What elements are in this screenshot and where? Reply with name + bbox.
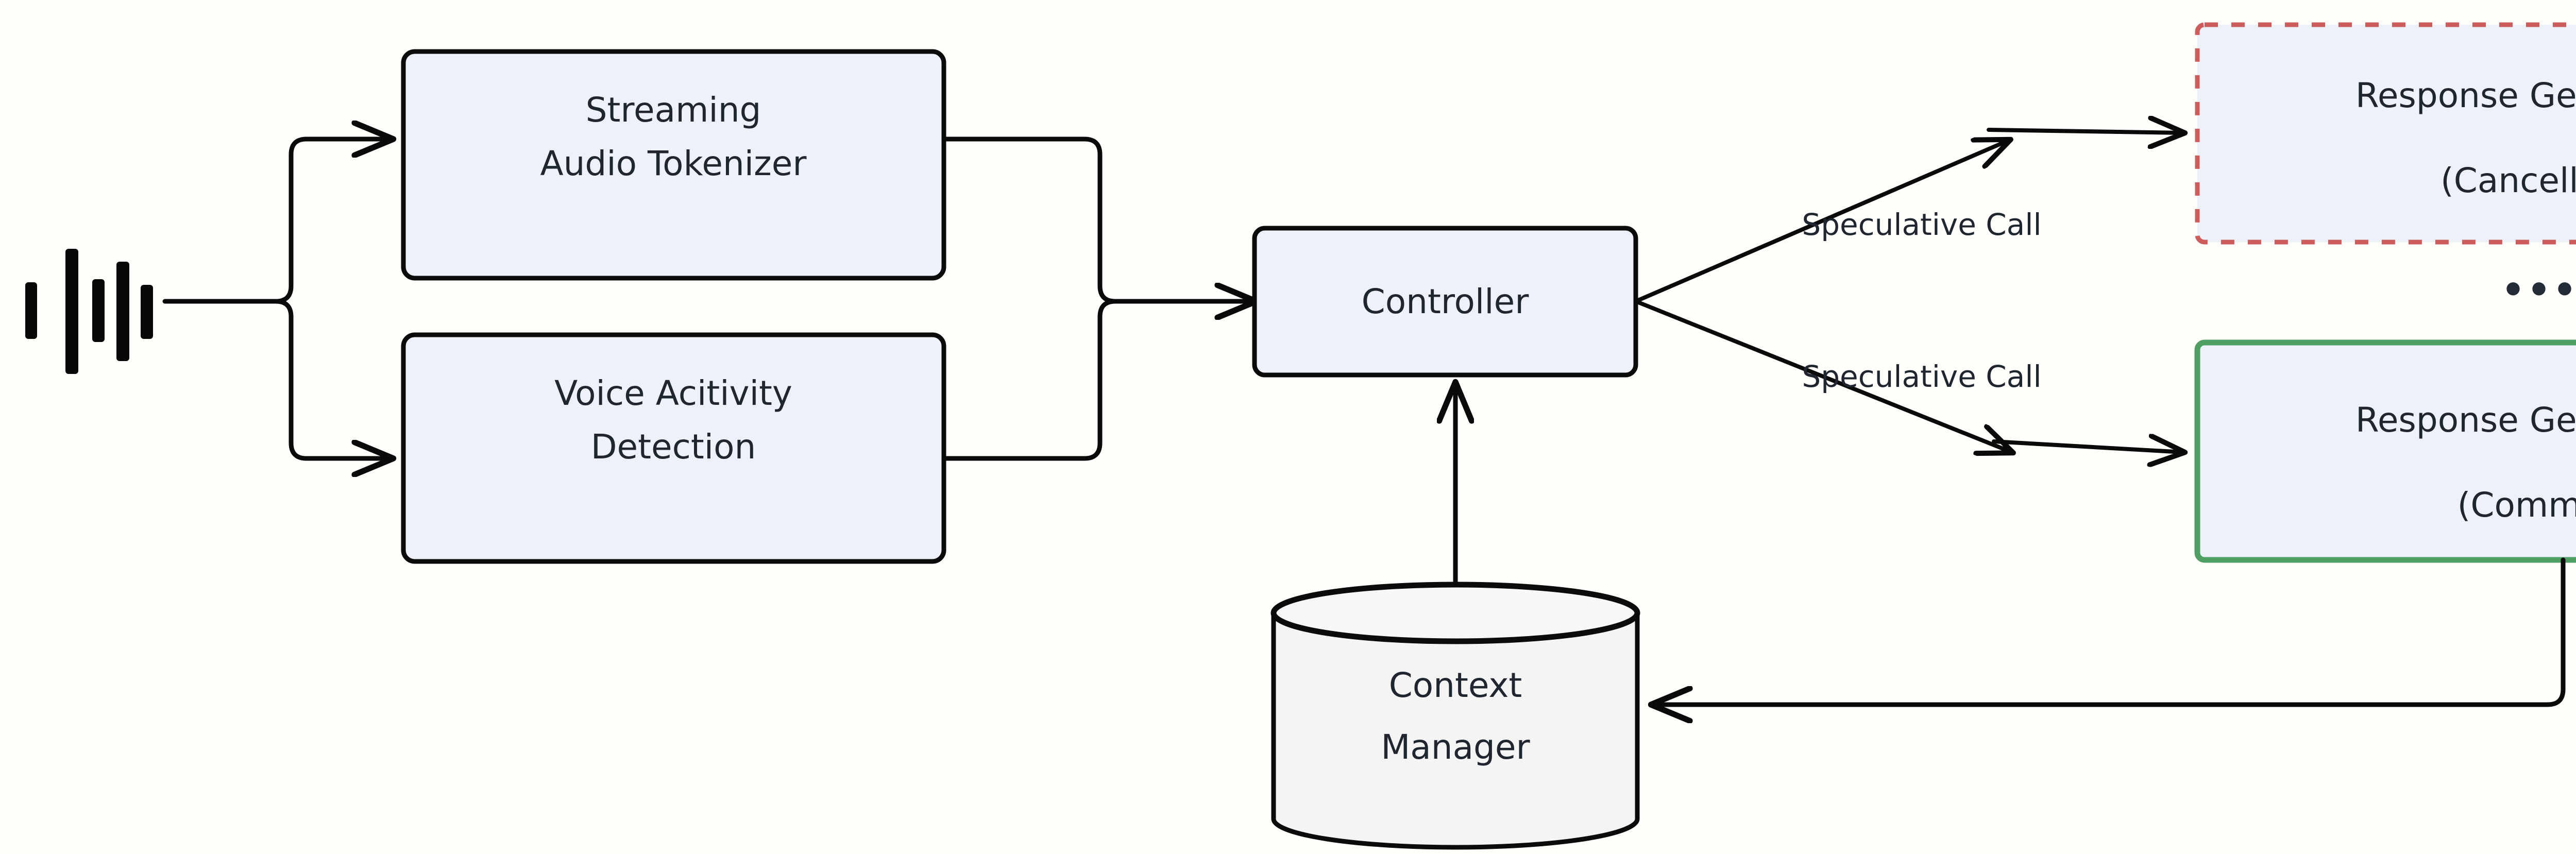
node-streaming-audio-tokenizer[interactable]: [401, 49, 946, 281]
edge-controller-to-cancelled: [1634, 140, 2009, 303]
edge-cancelled-approach: [1987, 130, 2183, 133]
context-manager-label-line1: Context: [1389, 665, 1522, 705]
cancelled-label-line1: Response Generation: [2355, 76, 2576, 115]
node-voice-activity-detection[interactable]: [401, 332, 946, 564]
edge-controller-to-commit: [1634, 299, 2012, 452]
edge-label-speculative-call-top: Speculative Call: [1802, 207, 2041, 242]
tokenizer-label-line1: Streaming: [586, 90, 761, 130]
node-context-manager[interactable]: [1270, 582, 1640, 850]
audio-waveform-icon: [25, 249, 153, 374]
commit-label-line1: Response Generation: [2355, 400, 2576, 440]
vad-label-line2: Detection: [591, 427, 756, 467]
ellipsis-label: •••: [2501, 268, 2576, 312]
node-response-generation-cancelled[interactable]: [2195, 22, 2576, 245]
edge-commit-to-context: [1653, 557, 2566, 705]
tokenizer-label-line2: Audio Tokenizer: [540, 144, 807, 183]
context-manager-label-line2: Manager: [1381, 727, 1530, 767]
edge-label-speculative-call-bottom: Speculative Call: [1802, 359, 2041, 394]
commit-label-line2: (Commit): [2458, 485, 2576, 525]
controller-label: Controller: [1362, 282, 1530, 321]
node-response-generation-commit[interactable]: [2194, 339, 2576, 563]
vad-label-line1: Voice Acitivity: [554, 373, 792, 413]
cancelled-label-line2: (Cancelled): [2441, 161, 2576, 200]
edge-input-to-tokenizer: [273, 139, 392, 304]
edge-input-to-vad: [273, 299, 392, 458]
edge-vad-to-controller: [941, 299, 1118, 461]
edge-tokenizer-to-controller: [941, 136, 1255, 301]
edge-commit-approach: [1992, 441, 2183, 452]
